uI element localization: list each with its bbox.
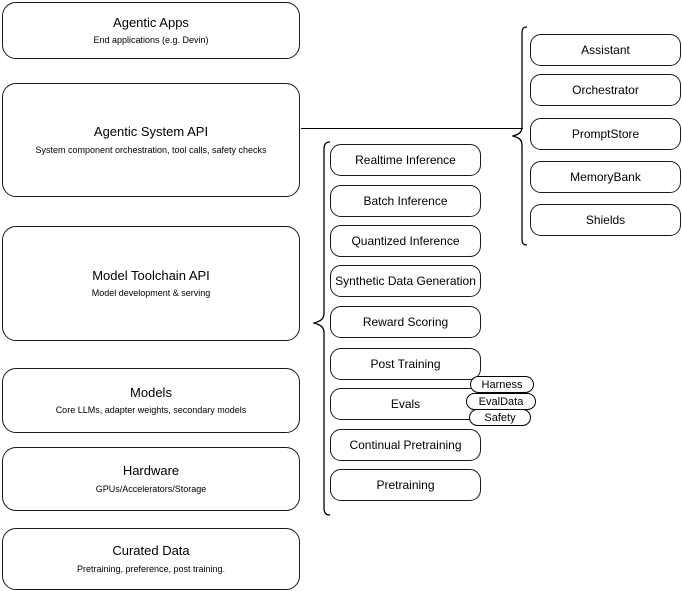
- layer-subtitle: Model development & serving: [91, 288, 211, 298]
- component-box-assistant[interactable]: Assistant: [530, 34, 681, 66]
- capability-title: Continual Pretraining: [349, 437, 462, 452]
- layer-title: Model Toolchain API: [92, 267, 210, 283]
- capability-title: Evals: [390, 396, 421, 411]
- capability-box-synthetic-data-generation[interactable]: Synthetic Data Generation: [330, 265, 481, 297]
- capability-box-batch-inference[interactable]: Batch Inference: [330, 185, 481, 217]
- component-title: Assistant: [581, 42, 630, 57]
- component-box-shields[interactable]: Shields: [530, 204, 681, 236]
- component-title: Orchestrator: [572, 82, 639, 97]
- component-title: Shields: [585, 212, 626, 227]
- capability-box-evals[interactable]: Evals: [330, 388, 481, 420]
- layer-title: Agentic System API: [93, 124, 209, 140]
- layer-box-agentic-apps[interactable]: Agentic Apps End applications (e.g. Devi…: [2, 2, 300, 59]
- component-title: PromptStore: [571, 126, 640, 141]
- layer-title: Curated Data: [112, 543, 190, 559]
- layer-subtitle: Core LLMs, adapter weights, secondary mo…: [55, 405, 247, 415]
- brace-system-components: [512, 26, 528, 246]
- capability-box-pretraining[interactable]: Pretraining: [330, 469, 481, 501]
- layer-box-models[interactable]: Models Core LLMs, adapter weights, secon…: [2, 368, 300, 433]
- layer-subtitle: End applications (e.g. Devin): [93, 35, 209, 45]
- capability-box-continual-pretraining[interactable]: Continual Pretraining: [330, 429, 481, 461]
- evals-tag-evaldata[interactable]: EvalData: [466, 393, 536, 410]
- component-title: MemoryBank: [570, 169, 641, 184]
- evals-tag-harness[interactable]: Harness: [470, 376, 534, 393]
- brace-toolchain-capabilities: [313, 141, 331, 516]
- component-box-orchestrator[interactable]: Orchestrator: [530, 74, 681, 106]
- layer-box-model-toolchain-api[interactable]: Model Toolchain API Model development & …: [2, 226, 300, 341]
- layer-subtitle: System component orchestration, tool cal…: [35, 144, 267, 155]
- capability-title: Realtime Inference: [355, 152, 456, 167]
- capability-title: Batch Inference: [363, 193, 448, 208]
- layer-box-curated-data[interactable]: Curated Data Pretraining, preference, po…: [2, 528, 300, 590]
- capability-box-realtime-inference[interactable]: Realtime Inference: [330, 144, 481, 176]
- component-box-promptstore[interactable]: PromptStore: [530, 118, 681, 150]
- capability-title: Synthetic Data Generation: [335, 273, 476, 288]
- layer-subtitle: Pretraining, preference, post training.: [76, 563, 226, 574]
- layer-title: Agentic Apps: [113, 14, 189, 30]
- capability-box-quantized-inference[interactable]: Quantized Inference: [330, 225, 481, 257]
- capability-box-post-training[interactable]: Post Training: [330, 348, 481, 380]
- connector-agentic-system-api-to-components: [301, 128, 523, 129]
- layer-subtitle: GPUs/Accelerators/Storage: [95, 483, 207, 494]
- layer-box-agentic-system-api[interactable]: Agentic System API System component orch…: [2, 83, 300, 197]
- capability-title: Pretraining: [376, 477, 435, 492]
- component-box-memorybank[interactable]: MemoryBank: [530, 161, 681, 193]
- capability-title: Reward Scoring: [362, 314, 449, 329]
- capability-box-reward-scoring[interactable]: Reward Scoring: [330, 306, 481, 338]
- capability-title: Post Training: [370, 356, 441, 371]
- capability-title: Quantized Inference: [351, 233, 460, 248]
- layer-title: Hardware: [122, 463, 180, 479]
- layer-title: Models: [130, 384, 172, 400]
- evals-tag-safety[interactable]: Safety: [469, 409, 531, 426]
- layer-box-hardware[interactable]: Hardware GPUs/Accelerators/Storage: [2, 447, 300, 511]
